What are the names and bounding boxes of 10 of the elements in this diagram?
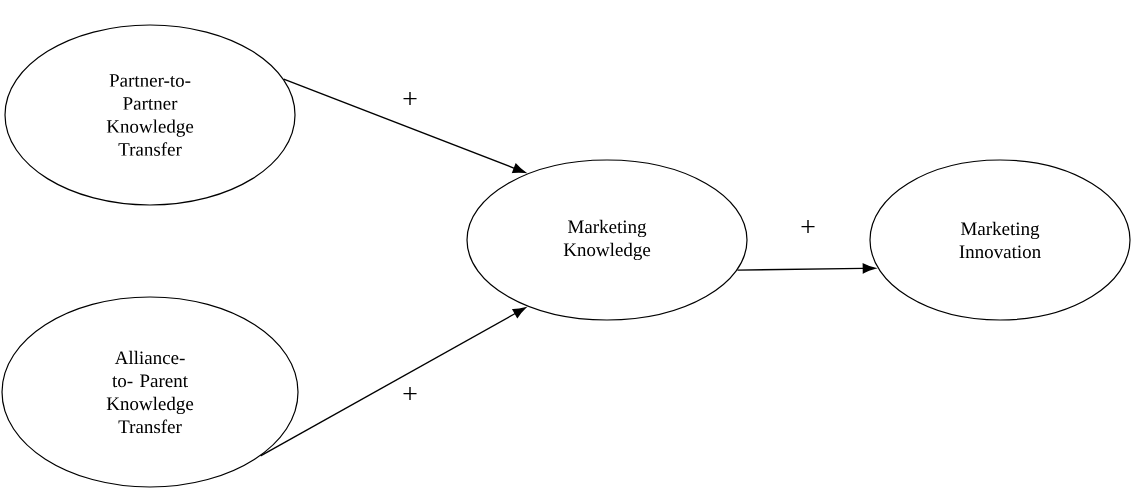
arrow [259, 307, 526, 457]
edge-label: + [799, 219, 817, 237]
ellipse-node: Marketing Knowledge [466, 159, 748, 321]
edge-label: + [401, 91, 419, 109]
ellipse-node: Marketing Innovation [869, 159, 1131, 321]
edge-label: + [401, 386, 419, 404]
ellipse-node: Partner-to- Partner Knowledge Transfer [4, 24, 296, 206]
arrow [736, 263, 876, 274]
ellipse-node: Alliance-to- Parent Knowledge Transfer [1, 296, 299, 488]
arrow [283, 78, 526, 174]
